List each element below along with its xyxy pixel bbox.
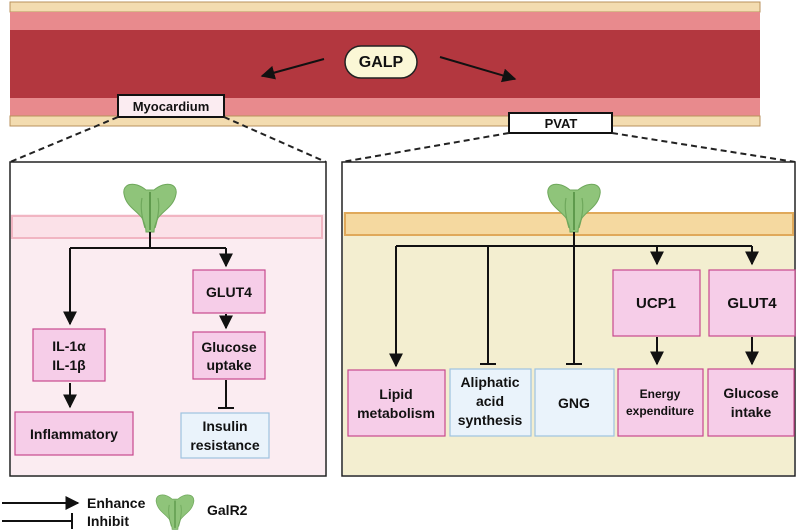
pvat-glut4-label: GLUT4 bbox=[727, 295, 777, 312]
vessel-wall-bottom bbox=[9, 115, 761, 127]
lipid-metabolism-label-2: metabolism bbox=[357, 405, 435, 421]
myocardium-panel bbox=[9, 161, 327, 477]
vessel-wall-top bbox=[9, 1, 761, 13]
galp-arrow-left bbox=[260, 58, 325, 80]
lipid-metabolism-label-1: Lipid bbox=[379, 386, 412, 402]
pvat-connectors bbox=[389, 232, 759, 368]
galp-ligand: GALP bbox=[344, 45, 418, 79]
zoom-lines bbox=[9, 116, 796, 163]
il1-beta-label: IL-1β bbox=[52, 357, 86, 373]
legend-receptor-label: GalR2 bbox=[207, 502, 248, 518]
myocardium-callout: Myocardium bbox=[117, 94, 225, 118]
myocardium-glut4-box: GLUT4 bbox=[192, 269, 266, 314]
gng-box: GNG bbox=[534, 368, 615, 437]
legend-inhibit-label: Inhibit bbox=[87, 513, 129, 529]
il1-box: IL-1α IL-1β bbox=[32, 328, 106, 382]
glucose-intake-label-1: Glucose bbox=[723, 385, 778, 401]
galp-label: GALP bbox=[359, 54, 404, 71]
galp-arrow-right bbox=[439, 56, 517, 83]
glucose-uptake-box: Glucose uptake bbox=[192, 331, 266, 380]
ucp1-label: UCP1 bbox=[636, 295, 676, 312]
glucose-intake-box: Glucose intake bbox=[707, 368, 795, 437]
pvat-glut4-box: GLUT4 bbox=[708, 269, 796, 337]
pvat-callout: PVAT bbox=[508, 112, 613, 134]
insulin-resistance-box: Insulin resistance bbox=[180, 412, 270, 459]
glucose-uptake-label-1: Glucose bbox=[201, 339, 256, 355]
myocardium-membrane bbox=[11, 215, 323, 239]
inflammatory-label: Inflammatory bbox=[30, 426, 118, 442]
inflammatory-box: Inflammatory bbox=[14, 411, 134, 456]
pvat-label: PVAT bbox=[545, 116, 578, 131]
ucp1-box: UCP1 bbox=[612, 269, 701, 337]
vessel-outer-top bbox=[10, 12, 760, 30]
blood-vessel bbox=[9, 1, 761, 127]
energy-expenditure-box: Energy expenditure bbox=[617, 368, 704, 437]
lipid-metabolism-box: Lipid metabolism bbox=[347, 369, 446, 437]
gng-label: GNG bbox=[558, 395, 590, 411]
insulin-resistance-label-1: Insulin bbox=[202, 418, 247, 434]
legend: Enhance Inhibit GalR2 bbox=[2, 494, 248, 531]
energy-expenditure-label-1: Energy bbox=[640, 387, 681, 401]
energy-expenditure-label-2: expenditure bbox=[626, 404, 694, 418]
il1-alpha-label: IL-1α bbox=[52, 338, 86, 354]
aliphatic-label-3: synthesis bbox=[458, 412, 523, 428]
myocardium-label: Myocardium bbox=[133, 99, 210, 114]
glucose-uptake-label-2: uptake bbox=[206, 357, 251, 373]
insulin-resistance-label-2: resistance bbox=[190, 437, 259, 453]
aliphatic-label-1: Aliphatic bbox=[460, 374, 519, 390]
glucose-intake-label-2: intake bbox=[731, 404, 772, 420]
myocardium-connectors bbox=[63, 232, 234, 409]
legend-enhance-label: Enhance bbox=[87, 495, 146, 511]
aliphatic-acid-synthesis-box: Aliphatic acid synthesis bbox=[449, 368, 532, 437]
galr2-legend-icon bbox=[155, 494, 195, 531]
myocardium-glut4-label: GLUT4 bbox=[206, 284, 252, 300]
aliphatic-label-2: acid bbox=[476, 393, 504, 409]
